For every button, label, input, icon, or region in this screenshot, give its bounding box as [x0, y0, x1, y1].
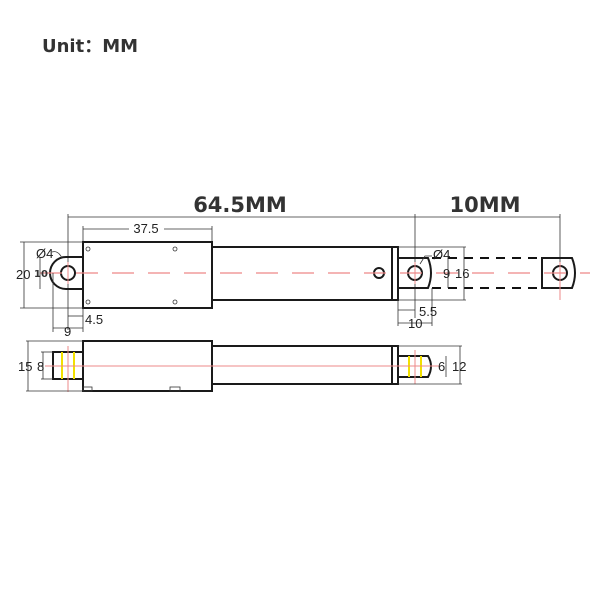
- rod-end-height-label: 16: [455, 266, 469, 281]
- side-rear-stub-label: 8: [37, 359, 44, 374]
- rear-offset-9-label: 9: [64, 324, 71, 339]
- housing-height-label: 20: [16, 267, 30, 282]
- unit-label: Unit：MM: [42, 36, 138, 57]
- extended-rod-clevis: [541, 257, 576, 289]
- rod-clevis: [398, 257, 432, 289]
- side-rod-diameter-label: 6: [438, 359, 445, 374]
- retracted-length-label: 64.5MM: [193, 193, 287, 217]
- side-view: [26, 340, 462, 392]
- end-cap: [391, 246, 399, 301]
- side-rod-end-label: 12: [452, 359, 466, 374]
- rod-clevis-width-label: 9: [443, 266, 450, 281]
- side-tube: [211, 345, 393, 385]
- rear-offset-4-5-label: 4.5: [85, 312, 103, 327]
- front-hole-label: Ø4: [433, 247, 450, 262]
- top-view: [20, 226, 590, 332]
- stroke-length-label: 10MM: [449, 193, 520, 217]
- front-offset-10-label: 10: [408, 316, 422, 331]
- side-height-label: 15: [18, 359, 32, 374]
- rear-clevis-width-label: 10: [34, 269, 48, 280]
- housing-length-label: 37.5: [133, 221, 158, 236]
- rear-hole-label: Ø4: [36, 246, 53, 261]
- front-offset-5-5-label: 5.5: [419, 304, 437, 319]
- motor-housing: [82, 241, 213, 309]
